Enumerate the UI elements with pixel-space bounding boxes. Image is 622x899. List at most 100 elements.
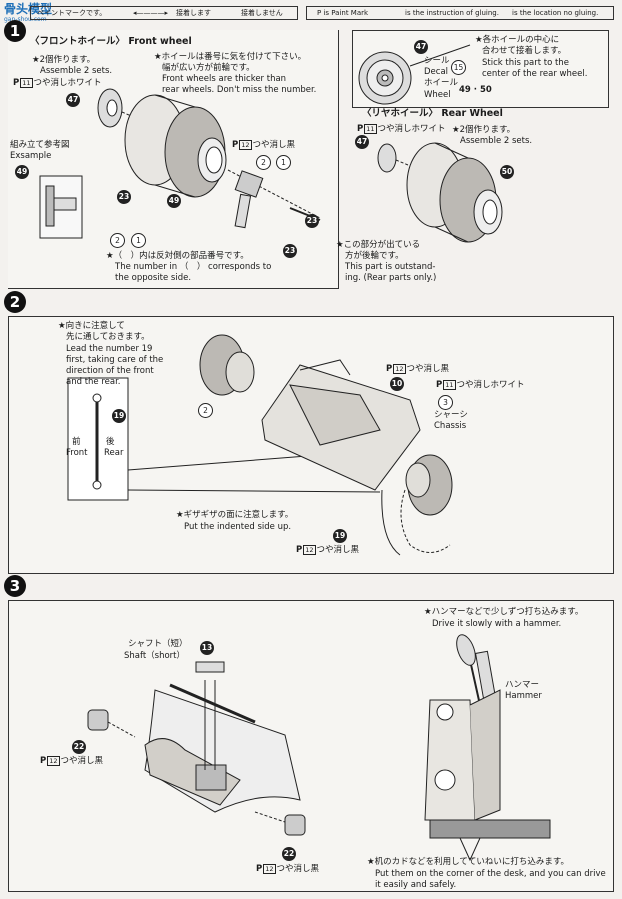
rear-en: Rear [104,448,124,458]
desk-note-en1: Put them on the corner of the desk, and … [375,869,606,879]
paint-number: 12 [393,364,406,374]
outstand-note-en2: ing. (Rear parts only.) [345,273,437,283]
watermark-text: 骨头模型 [4,2,53,16]
front-jp: 前 [72,437,81,447]
step3-part-22-b: 22 [282,847,296,861]
part-47-front: 47 [66,93,80,107]
decal-en: Decal [424,67,449,77]
chassis-jp: シャーシ [434,410,468,420]
direction-note-en2: first, taking care of the [66,355,164,365]
step2-part-2: 2 [198,403,213,418]
paint-number: 11 [364,124,377,134]
legend-left: ペイントマークです。 ◂————▸ 接着します 接着しません [30,6,298,20]
center-note-en2: center of the rear wheel. [482,69,588,79]
paint-name: つや消しホワイト [377,124,446,134]
example-part-23: 23 [117,190,131,204]
hammer-note-en: Drive it slowly with a hammer. [432,619,562,629]
rear-part-50: 50 [500,165,514,179]
rear-make2-en: Assemble 2 sets. [460,136,533,146]
paint-code: P [436,380,443,390]
paint-name: つや消しホワイト [456,380,525,390]
watermark-logo: 骨头模型 gan-shou.com [4,2,64,30]
wheel-note-jp1: ★ホイールは番号に気を付けて下さい。 [154,52,307,62]
desk-note-en2: it easily and safely. [375,880,457,890]
paint-number: 11 [443,380,456,390]
step1-number: 1 [4,20,26,42]
paint-name: つや消し黒 [276,864,320,874]
center-note-jp2: 合わせて接着します。 [482,46,567,56]
opposite-note-jp: ★（ ）内は反対側の部品番号です。 [106,251,249,261]
step2-number: 2 [4,291,26,313]
paint-name: つや消し黒 [406,364,450,374]
legend-noglue: 接着しません [241,9,283,17]
center-note-jp1: ★各ホイールの中心に [475,35,560,45]
legend-paint: P is Paint Mark [317,9,369,17]
rear-make2-jp: ★2個作ります。 [452,125,516,135]
part-49: 49 [167,194,181,208]
part-1: 1 [276,155,291,170]
step3-number: 3 [4,575,26,597]
shaft-en: Shaft（short） [124,651,186,661]
rear-jp: 後 [106,437,115,447]
opposite-note-en2: the opposite side. [115,273,192,283]
direction-note-en1: Lead the number 19 [66,344,153,354]
rear-part-47: 47 [355,135,369,149]
paint-code: P [232,140,239,150]
hammer-note-jp: ★ハンマーなどで少しずつ打ち込みます。 [424,607,584,617]
decal-part-47: 47 [414,40,428,54]
step2-part-19-b: 19 [333,529,347,543]
paint-code: P [40,756,47,766]
part-2: 2 [256,155,271,170]
indent-note-jp: ★ギザギザの面に注意します。 [176,510,294,520]
hammer-label-en: Hammer [505,691,542,701]
legend-arrow: ◂————▸ [133,9,169,17]
rear-wheel-title-en: Rear Wheel [441,108,503,119]
desk-note-jp: ★机のカドなどを利用してていねいに打ち込みます。 [367,857,570,867]
paint-number: 12 [303,545,316,555]
paint-name: つや消し黒 [252,140,296,150]
paint-number: 12 [47,756,60,766]
paint-number: 12 [239,140,252,150]
front-wheel-title: 〈フロントホイール〉 Front wheel [30,36,192,48]
front-make2-jp: ★2個作ります。 [32,55,96,65]
rear-wheel-title-jp: 〈リヤホイール〉 [362,108,439,119]
part-23-a: 23 [305,214,319,228]
paint-number: 12 [263,864,276,874]
decal-jp: シール [424,56,450,66]
example-part-2: 2 [110,233,125,248]
paint-code: P [13,78,20,88]
wheel-note-en1: Front wheels are thicker than [162,74,287,84]
paint-code: P [386,364,393,374]
step2-part-10: 10 [390,377,404,391]
step3-panel [8,600,614,892]
paint-code: P [357,124,364,134]
example-part-49: 49 [15,165,29,179]
step2-part-3: 3 [438,395,453,410]
chassis-en: Chassis [434,421,467,431]
example-en: Exsample [10,151,52,161]
direction-note-jp1: ★向きに注意して [58,321,125,331]
direction-note-en4: and the rear. [66,377,121,387]
paint-name: つや消し黒 [316,545,360,555]
front-make2-en: Assemble 2 sets. [40,66,113,76]
indent-note-en: Put the indented side up. [184,522,292,532]
wheel-note-en2: rear wheels. Don't miss the number. [162,85,317,95]
hammer-label-jp: ハンマー [505,680,540,690]
step3-part-13: 13 [200,641,214,655]
center-note-en1: Stick this part to the [482,58,569,68]
paint-code: P [256,864,263,874]
rear-wheel-title: 〈リヤホイール〉 Rear Wheel [362,108,503,120]
wheel-en: Wheel [424,90,451,100]
shaft-jp: シャフト（短） [128,639,188,649]
paint-number: 11 [20,78,33,88]
front-wheel-title-en: Front wheel [128,36,192,47]
outstand-note-jp2: 方が後輪です。 [345,251,404,261]
example-part-1: 1 [131,233,146,248]
outstand-note-en1: This part is outstand- [345,262,436,272]
